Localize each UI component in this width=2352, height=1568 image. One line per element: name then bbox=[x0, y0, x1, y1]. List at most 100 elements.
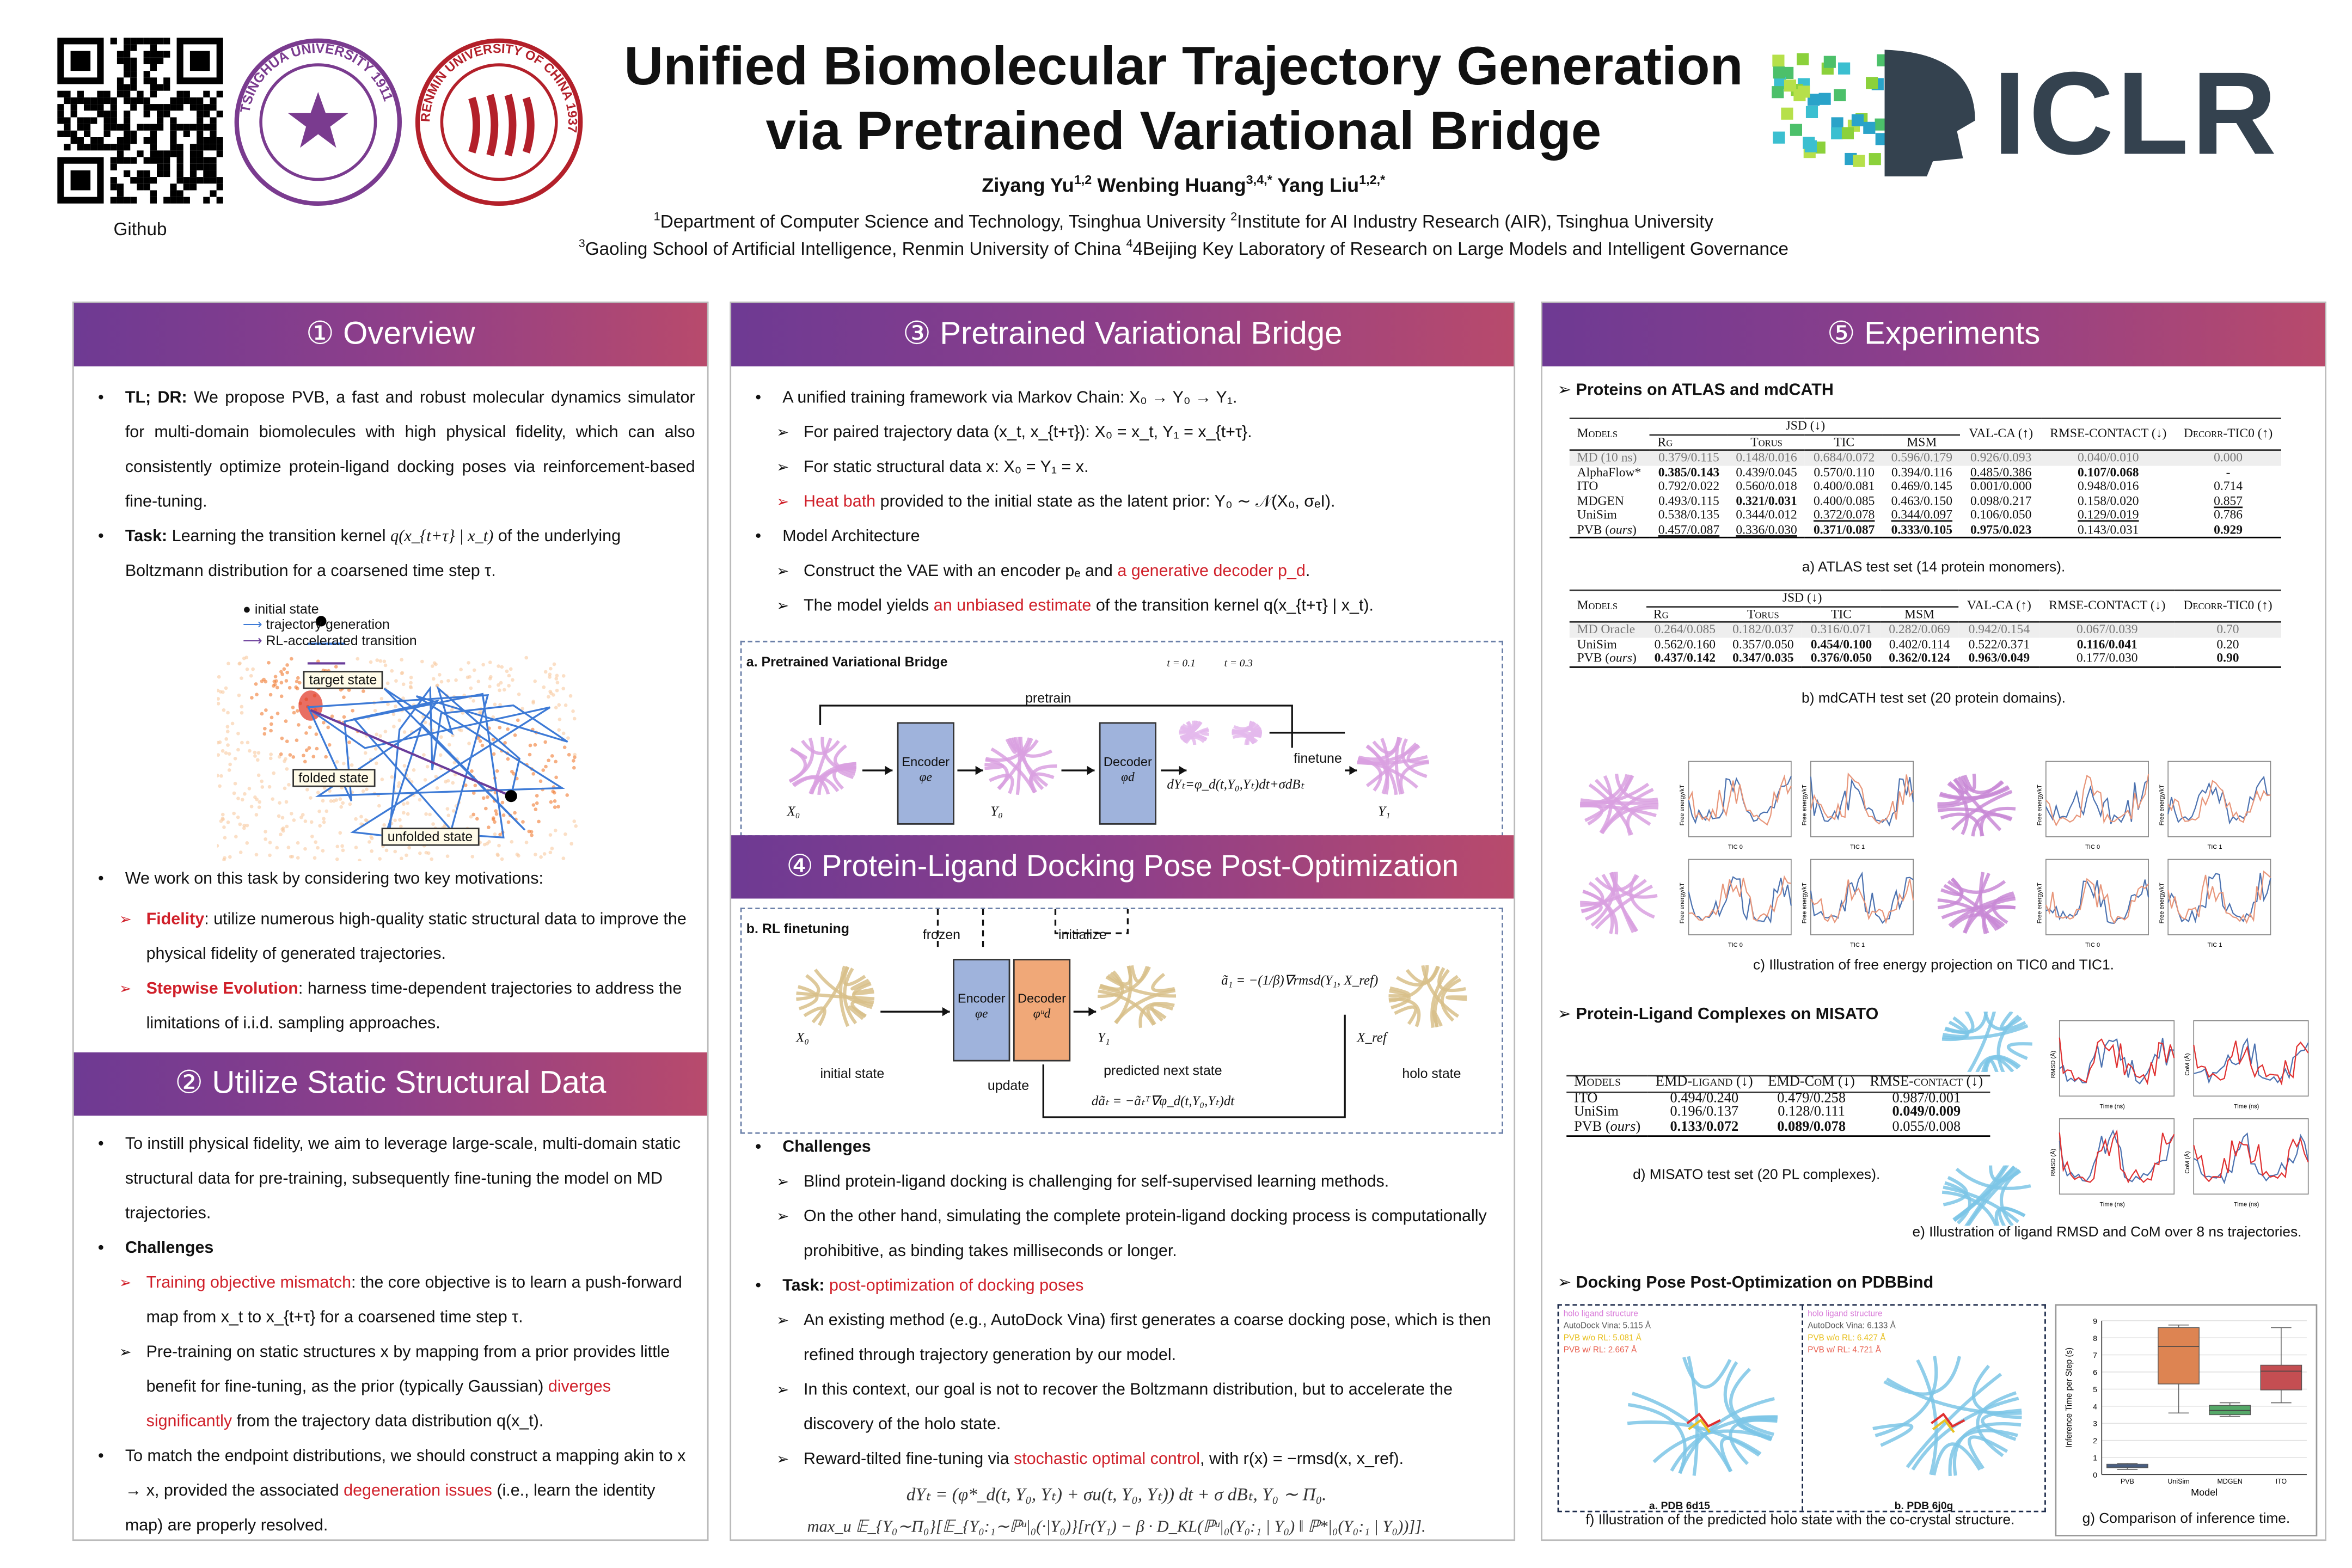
qr-module bbox=[189, 170, 197, 177]
misato-heading: Protein-Ligand Complexes on MISATO bbox=[1558, 1004, 1879, 1024]
qr-module bbox=[176, 150, 183, 157]
qr-module bbox=[117, 124, 124, 131]
mdcath-caption: b) mdCATH test set (20 protein domains). bbox=[1802, 690, 2066, 707]
density-point bbox=[247, 787, 252, 791]
density-point bbox=[402, 802, 406, 806]
qr-module bbox=[210, 137, 217, 144]
protein-holo bbox=[1394, 1005, 1418, 1025]
protein-ribbon bbox=[1985, 914, 2000, 930]
y0-label: Y₀ bbox=[990, 803, 1003, 819]
qr-module bbox=[197, 117, 204, 124]
qr-module bbox=[203, 137, 210, 144]
qr-module bbox=[103, 144, 111, 151]
time-label: t = 0.3 bbox=[1224, 657, 1253, 670]
author-affil: 3,4,* bbox=[1246, 171, 1272, 187]
density-point bbox=[240, 710, 244, 715]
density-point bbox=[571, 709, 575, 713]
density-point bbox=[369, 660, 373, 664]
qr-module bbox=[83, 117, 91, 124]
protein-ribbon bbox=[1948, 893, 2016, 927]
protein-ribbon bbox=[1588, 782, 1633, 835]
protein-ribbon bbox=[1994, 1206, 2026, 1226]
table-cell: 0.402/0.114 bbox=[1889, 635, 1950, 651]
qr-module bbox=[130, 157, 137, 164]
density-point bbox=[296, 676, 300, 680]
protein-y1 bbox=[1357, 755, 1428, 765]
table-cell: 0.177/0.030 bbox=[2077, 650, 2138, 665]
protein-ribbon bbox=[1945, 1012, 1975, 1034]
density-point bbox=[541, 768, 546, 772]
protein-x0 bbox=[820, 737, 855, 776]
qr-module bbox=[124, 197, 131, 204]
density-point bbox=[407, 846, 411, 850]
density-point bbox=[533, 743, 537, 747]
affiliation: Institute for AI Industry Research (AIR)… bbox=[1237, 211, 1713, 232]
plot-frame bbox=[2045, 760, 2149, 837]
density-point bbox=[397, 718, 402, 722]
qr-module bbox=[216, 183, 223, 191]
series-line bbox=[2193, 1040, 2309, 1086]
density-point bbox=[324, 755, 328, 759]
protein-ribbon bbox=[1950, 912, 2005, 928]
protein-x0 bbox=[801, 739, 840, 755]
protein-ribbon bbox=[1944, 1181, 1972, 1224]
density-point bbox=[572, 759, 575, 763]
qr-module bbox=[57, 90, 64, 97]
table-cell: 0.116/0.041 bbox=[2077, 635, 2137, 651]
qr-module bbox=[163, 150, 170, 157]
target-state-label: target state bbox=[303, 671, 383, 689]
qr-module bbox=[189, 104, 197, 111]
density-point bbox=[548, 833, 553, 837]
density-point bbox=[361, 789, 365, 793]
model-name: AlphaFlow* bbox=[1577, 463, 1641, 479]
density-point bbox=[565, 793, 569, 797]
density-point bbox=[354, 846, 358, 849]
density-point bbox=[224, 751, 228, 755]
intermediate-protein bbox=[1184, 736, 1192, 744]
qr-module bbox=[130, 77, 137, 84]
density-point bbox=[450, 708, 454, 712]
x-axis-label: Time (ns) bbox=[2234, 1201, 2259, 1208]
density-point bbox=[434, 662, 438, 666]
table-cell: 0.963/0.049 bbox=[1968, 650, 2030, 665]
density-point bbox=[400, 658, 403, 662]
task-line: In this context, our goal is not to reco… bbox=[731, 1374, 1502, 1443]
rmsd-row: Time (ns)RMSD (Å)Time (ns)CoM (Å) bbox=[2048, 1018, 2319, 1116]
density-point bbox=[423, 720, 427, 725]
table-cell: 0.400/0.085 bbox=[1813, 492, 1875, 507]
density-point bbox=[249, 805, 254, 808]
github-qr-code[interactable] bbox=[57, 38, 223, 204]
plot-frame bbox=[2059, 1020, 2175, 1097]
series-line bbox=[2045, 878, 2149, 923]
density-point bbox=[279, 681, 284, 685]
qr-module bbox=[143, 71, 150, 78]
col-header-rg: Rg bbox=[1653, 605, 1669, 621]
density-point bbox=[309, 820, 314, 824]
density-point bbox=[322, 817, 326, 821]
density-point bbox=[537, 819, 541, 824]
density-point bbox=[378, 734, 382, 738]
qr-module bbox=[97, 137, 104, 144]
protein-y0 bbox=[1015, 737, 1021, 795]
density-point bbox=[220, 749, 225, 753]
qr-module bbox=[210, 144, 217, 151]
x-tick-label: PVB bbox=[2121, 1478, 2134, 1485]
protein-ribbon bbox=[1967, 1012, 1996, 1072]
qr-module bbox=[216, 137, 223, 144]
qr-module bbox=[137, 90, 144, 97]
qr-module bbox=[64, 117, 71, 124]
protein-ribbon bbox=[1906, 1373, 2002, 1468]
logo-pixel bbox=[1818, 93, 1831, 105]
time-label: t = 0.1 bbox=[1167, 657, 1196, 670]
motivations: We work on this task by considering two … bbox=[74, 862, 695, 1042]
qr-module bbox=[143, 38, 150, 45]
density-point bbox=[547, 695, 550, 699]
col-header-rmse: RMSE-CONTACT (↓) bbox=[2049, 597, 2166, 612]
density-point bbox=[272, 684, 275, 688]
density-point bbox=[280, 816, 285, 820]
logo-pixel bbox=[1841, 127, 1854, 139]
logo-pixel bbox=[1875, 118, 1887, 131]
model-name: UniSim bbox=[1577, 506, 1617, 522]
